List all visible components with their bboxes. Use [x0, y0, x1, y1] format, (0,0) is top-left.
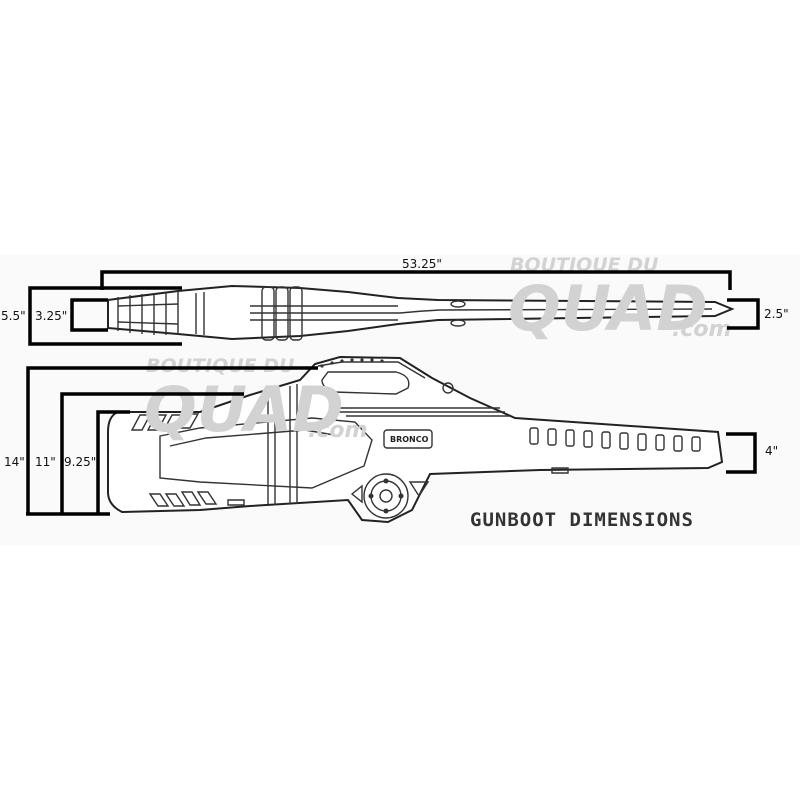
side-view-grip-bottom — [148, 491, 218, 507]
side-inner-height-label: 9.25" — [64, 455, 96, 469]
top-tip-height-label: 2.5" — [764, 307, 789, 321]
side-view-handle — [321, 371, 410, 395]
top-outer-height-label: 5.5" — [1, 309, 26, 323]
side-view-outline — [107, 355, 724, 524]
side-total-height-line — [26, 366, 318, 514]
top-inner-height-line — [70, 298, 108, 332]
svg-text:BOUTIQUE DU: BOUTIQUE DU — [146, 355, 295, 377]
svg-text:QUAD: QUAD — [144, 373, 344, 446]
top-inner-height-label: 3.25" — [35, 309, 67, 323]
side-view-face — [159, 417, 373, 489]
side-view-grip-top — [130, 413, 200, 431]
top-view-ribs — [117, 291, 179, 335]
top-tip-height-line — [727, 298, 760, 330]
side-tip-height-line — [726, 432, 757, 474]
side-mid-height-line — [60, 392, 244, 514]
dial-knob — [350, 473, 430, 519]
side-mid-height-label: 11" — [35, 455, 56, 469]
top-view-outline — [107, 284, 735, 341]
top-view-seam — [250, 308, 713, 314]
svg-text:QUAD: QUAD — [508, 272, 708, 345]
svg-text:.com: .com — [672, 317, 731, 342]
side-tip-height-label: 4" — [765, 444, 778, 458]
dimension-labels: 53.25" 5.5" 3.25" 2.5" 14" 11" 9.25" 4" — [1, 257, 789, 469]
top-outer-height-line — [28, 286, 182, 346]
length-label: 53.25" — [402, 257, 442, 271]
svg-text:.com: .com — [308, 418, 367, 443]
brand-plate — [383, 429, 433, 449]
top-view — [107, 284, 735, 341]
side-view: BRONCO — [107, 355, 724, 524]
length-dimension-line — [100, 270, 732, 290]
side-view-vents — [529, 427, 701, 452]
side-total-height-label: 14" — [4, 455, 25, 469]
diagram-heading: GUNBOOT DIMENSIONS — [470, 509, 694, 531]
side-view-ridge — [320, 358, 384, 368]
dimension-lines — [26, 270, 760, 516]
side-inner-height-line — [96, 410, 130, 514]
side-view-stripes — [330, 407, 510, 417]
watermark-side: BOUTIQUE DU QUAD .com — [144, 355, 367, 446]
brand-plate-text: BRONCO — [390, 435, 429, 444]
